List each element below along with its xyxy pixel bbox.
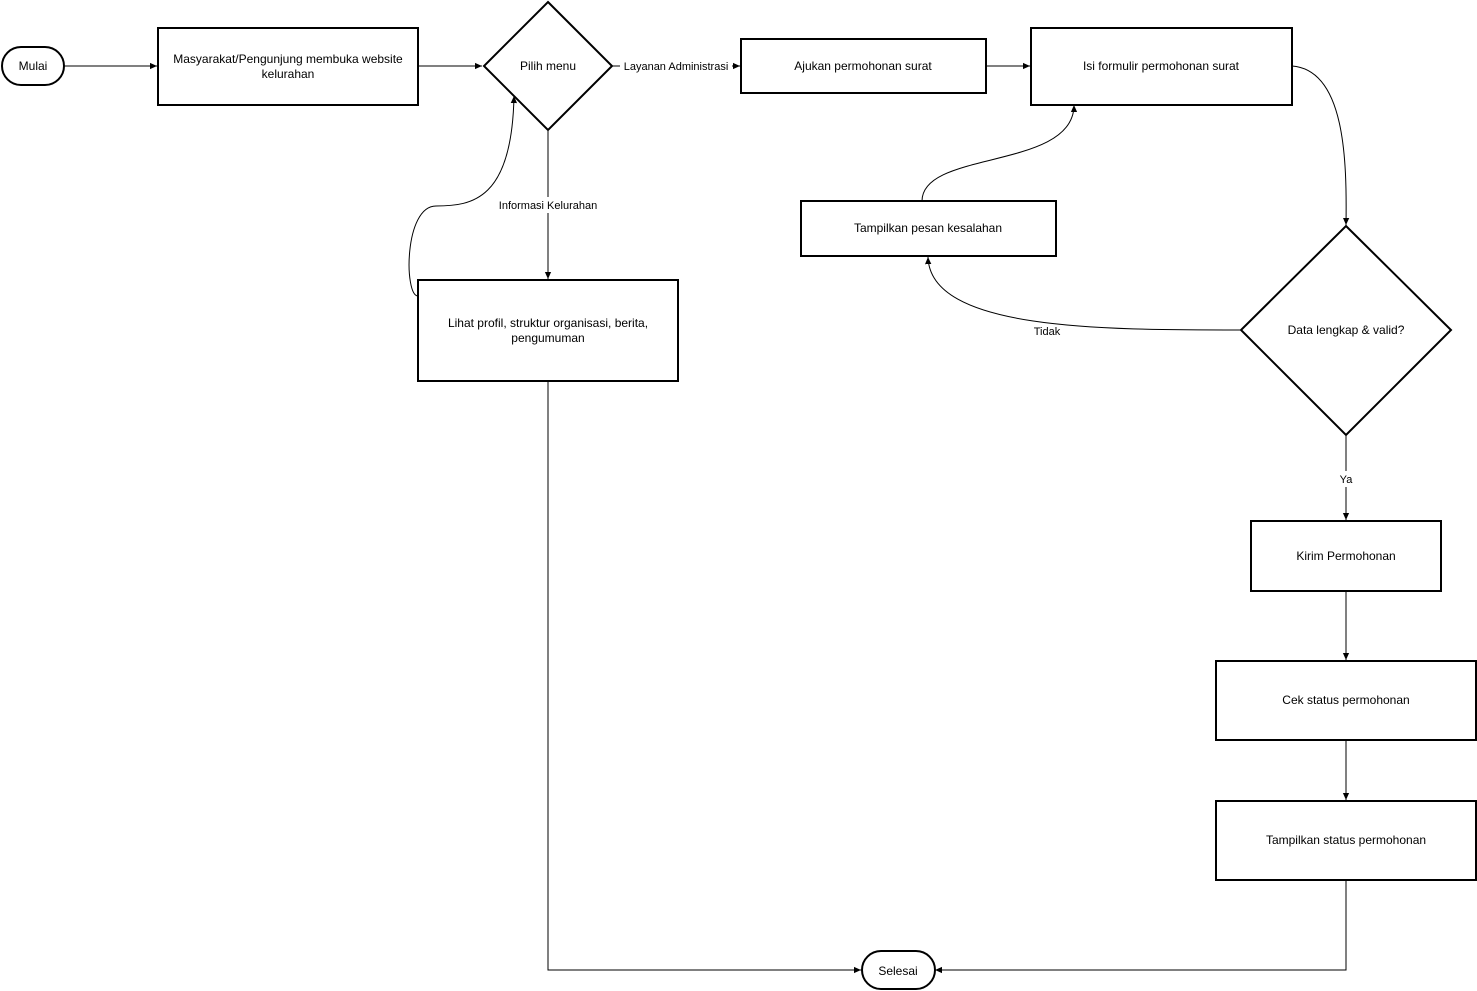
node-send-request-label: Kirim Permohonan — [1296, 549, 1395, 563]
edge-show-to-end — [935, 880, 1347, 974]
node-show-status: Tampilkan status permohonan — [1215, 800, 1477, 881]
edge-label-layanan: Layanan Administrasi — [624, 61, 729, 73]
edge-error-to-form — [921, 104, 1078, 202]
node-open-website-line2: kelurahan — [262, 67, 315, 81]
node-open-website: Masyarakat/Pengunjung membuka website ke… — [157, 27, 419, 106]
node-data-valid: Data lengkap & valid? — [1239, 224, 1453, 437]
node-check-status-label: Cek status permohonan — [1282, 693, 1409, 707]
node-start-label: Mulai — [19, 59, 48, 73]
node-fill-form-label: Isi formulir permohonan surat — [1083, 59, 1240, 73]
edge-labels: Layanan Administrasi Informasi Kelurahan… — [496, 58, 1356, 487]
node-submit-request: Ajukan permohonan surat — [740, 38, 987, 94]
node-send-request: Kirim Permohonan — [1250, 520, 1442, 592]
node-end-label: Selesai — [878, 964, 917, 978]
node-data-valid-label: Data lengkap & valid? — [1288, 323, 1405, 337]
edges — [64, 62, 1350, 974]
node-view-profile-line2: pengumuman — [511, 331, 584, 345]
node-view-profile-line1: Lihat profil, struktur organisasi, berit… — [448, 316, 648, 330]
node-show-error: Tampilkan pesan kesalahan — [800, 200, 1057, 257]
node-open-website-line1: Masyarakat/Pengunjung membuka website — [173, 52, 403, 66]
node-end: Selesai — [861, 950, 936, 990]
edge-label-ya: Ya — [1340, 474, 1354, 486]
edge-profile-loop-to-menu — [408, 95, 518, 297]
node-check-status: Cek status permohonan — [1215, 660, 1477, 741]
edge-decision-to-error — [925, 256, 1242, 331]
node-choose-menu-label: Pilih menu — [520, 59, 576, 73]
edge-label-informasi: Informasi Kelurahan — [499, 200, 597, 212]
node-view-profile: Lihat profil, struktur organisasi, berit… — [417, 279, 679, 382]
edge-profile-to-end — [547, 382, 861, 974]
node-start: Mulai — [1, 46, 65, 86]
node-submit-request-label: Ajukan permohonan surat — [794, 59, 932, 73]
edge-label-tidak: Tidak — [1034, 326, 1061, 338]
node-show-status-label: Tampilkan status permohonan — [1266, 833, 1426, 847]
node-show-error-label: Tampilkan pesan kesalahan — [854, 221, 1002, 235]
edge-form-to-decision — [1291, 65, 1350, 226]
node-choose-menu: Pilih menu — [482, 0, 614, 132]
node-fill-form: Isi formulir permohonan surat — [1030, 27, 1293, 106]
